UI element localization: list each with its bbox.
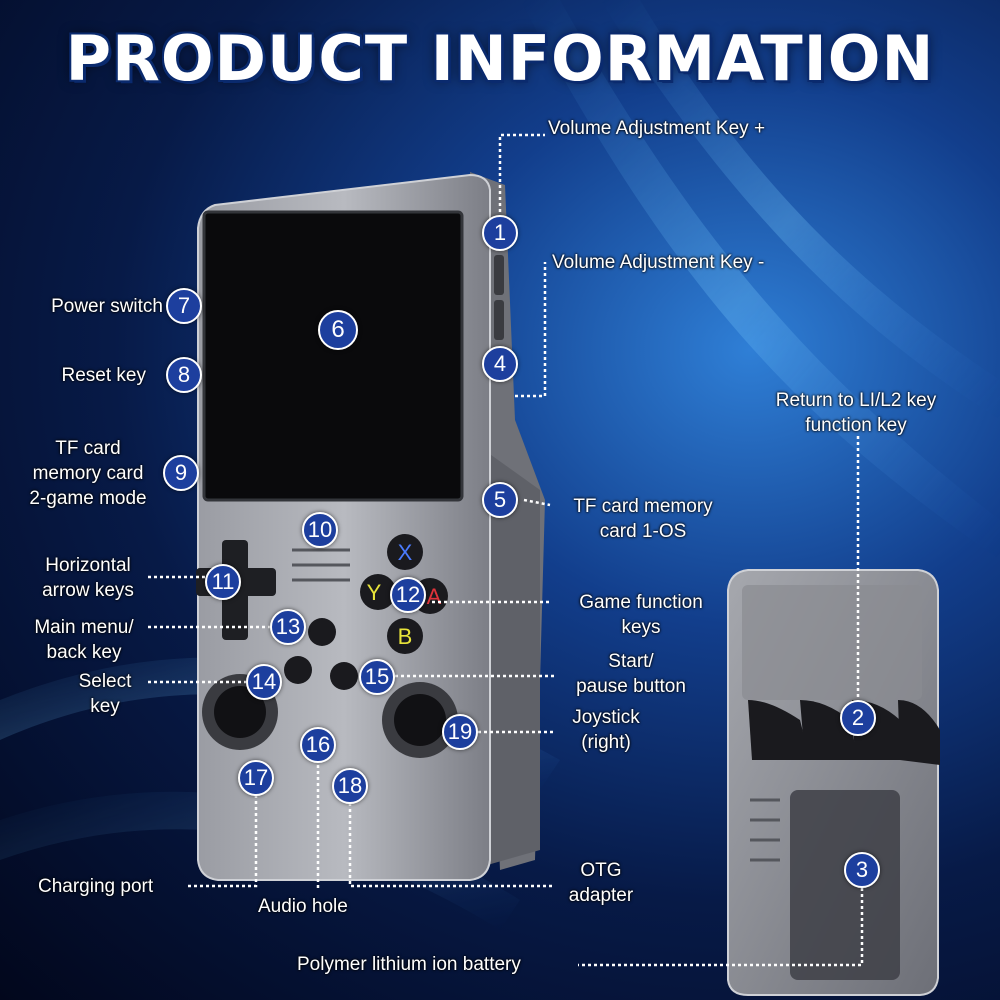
label-joystick-right: Joystick(right): [572, 707, 640, 753]
callout-badge-1: 1: [482, 215, 518, 251]
callout-badge-12: 12: [390, 577, 426, 613]
page-title: PRODUCT INFORMATION: [65, 22, 935, 95]
callout-badge-7: 7: [166, 288, 202, 324]
callout-badge-8: 8: [166, 357, 202, 393]
callout-badge-9: 9: [163, 455, 199, 491]
back-device: [727, 569, 940, 996]
b-button-label: B: [398, 624, 413, 649]
label-audio-hole: Audio hole: [258, 896, 348, 917]
label-battery: Polymer lithium ion battery: [297, 954, 521, 975]
label-charging-port: Charging port: [38, 876, 154, 897]
callout-badge-19: 19: [442, 714, 478, 750]
label-volume-up: Volume Adjustment Key +: [548, 118, 766, 139]
x-button-label: X: [398, 540, 413, 565]
leader-lines: [148, 133, 864, 967]
label-reset-key: Reset key: [61, 365, 146, 386]
y-button-label: Y: [367, 580, 382, 605]
label-start-pause: Start/pause button: [576, 651, 686, 697]
callout-badge-16: 16: [300, 727, 336, 763]
callout-badge-13: 13: [270, 609, 306, 645]
label-main-menu: Main menu/back key: [34, 617, 134, 663]
callout-badge-14: 14: [246, 664, 282, 700]
light-streaks: [0, 0, 1000, 930]
callout-badge-18: 18: [332, 768, 368, 804]
label-power-switch: Power switch: [51, 296, 163, 317]
callout-badge-4: 4: [482, 346, 518, 382]
callout-badge-11: 11: [205, 564, 241, 600]
callout-badge-6: 6: [318, 310, 358, 350]
callout-badge-2: 2: [840, 700, 876, 736]
a-button-label: A: [427, 584, 442, 609]
callout-badge-17: 17: [238, 760, 274, 796]
callout-badge-3: 3: [844, 852, 880, 888]
callout-badge-5: 5: [482, 482, 518, 518]
callout-badge-10: 10: [302, 512, 338, 548]
label-volume-down: Volume Adjustment Key -: [552, 252, 765, 273]
callout-badge-15: 15: [359, 659, 395, 695]
